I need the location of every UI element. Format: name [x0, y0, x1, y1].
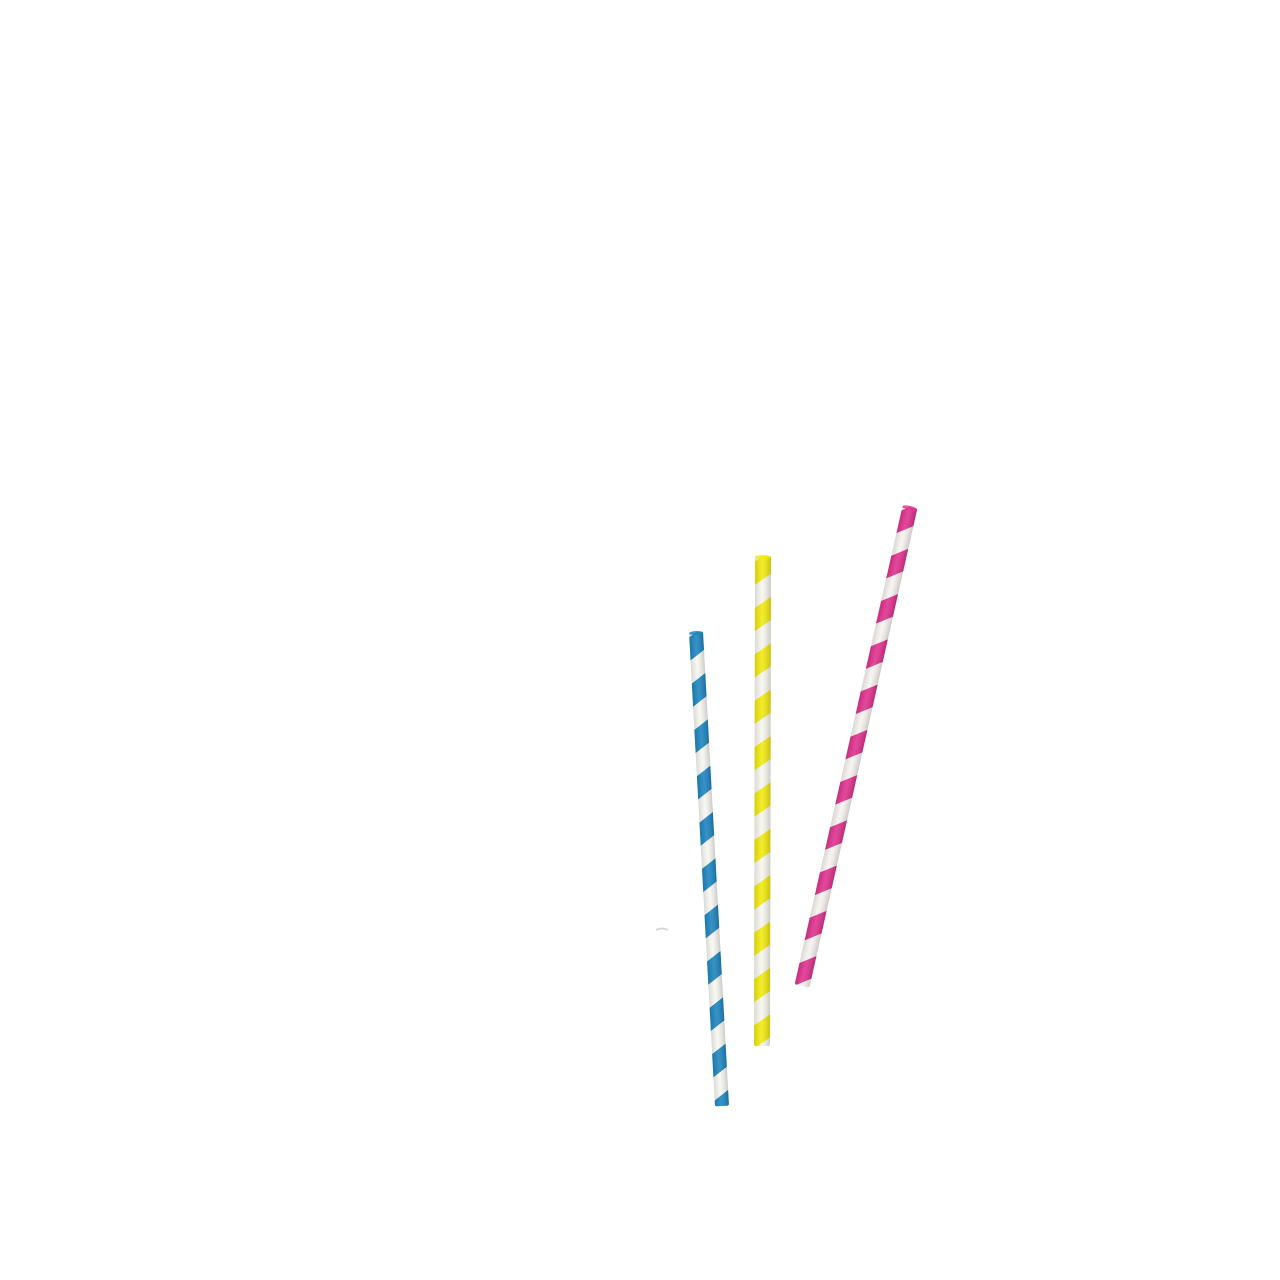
blue-striped-straw-shading — [689, 631, 729, 1107]
pink-striped-straw — [795, 505, 918, 988]
small-shadow-mark — [655, 927, 669, 931]
yellow-striped-straw — [754, 554, 771, 1047]
blue-striped-straw-top-end — [689, 630, 704, 636]
pink-striped-straw-shading — [795, 505, 917, 988]
straws-group — [689, 505, 918, 1107]
yellow-striped-straw-top-end — [754, 554, 771, 560]
blue-striped-straw — [689, 630, 729, 1107]
yellow-striped-straw-shading — [754, 555, 771, 1047]
pink-striped-straw-top-end — [902, 505, 918, 511]
